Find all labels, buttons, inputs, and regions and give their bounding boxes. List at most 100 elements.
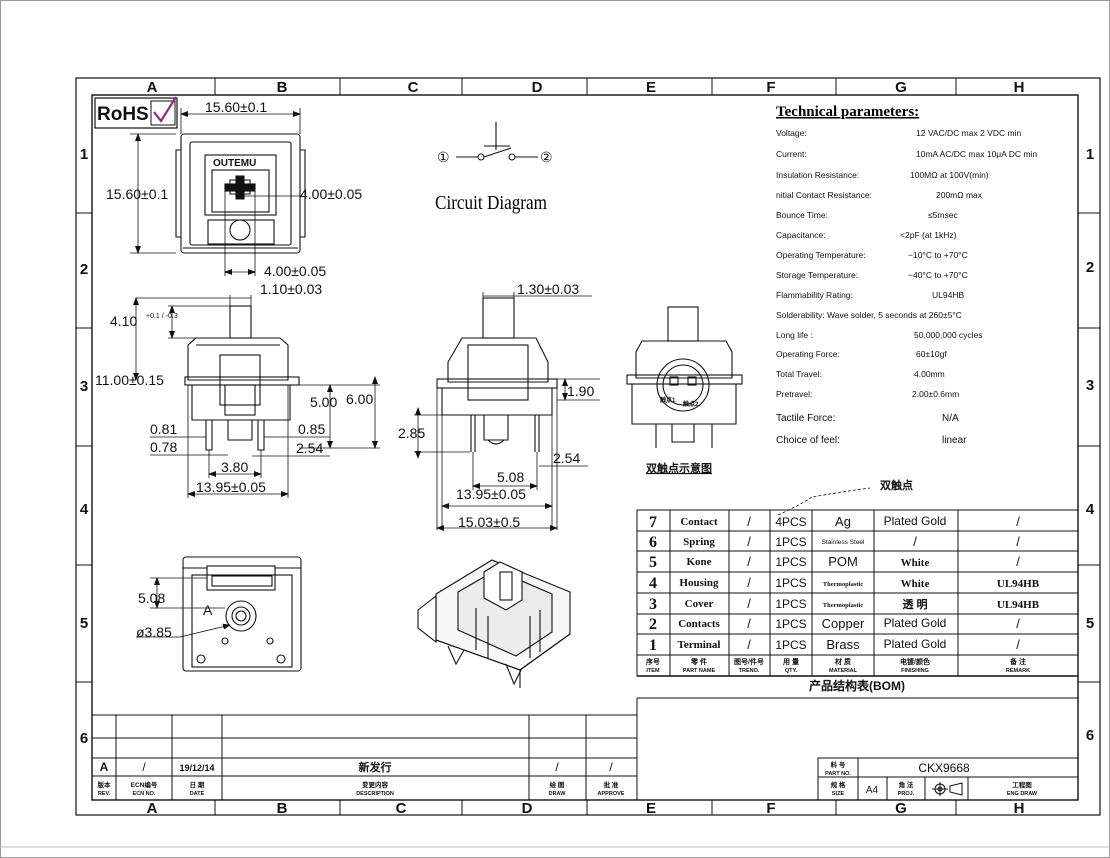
bom-header-cn: 零 件 <box>690 657 707 666</box>
isometric-view <box>417 559 571 688</box>
rev-header-en: ECN NO. <box>133 791 156 797</box>
rev-header-cn: 变更内容 <box>362 780 389 789</box>
bom-remark: / <box>1016 616 1020 631</box>
bom-drawing: / <box>747 554 751 569</box>
front-view <box>184 305 300 451</box>
dim-254-front: 2.54 <box>296 440 323 456</box>
dim-085: 0.85 <box>298 421 325 437</box>
rohs-label: RoHS <box>97 104 149 125</box>
part-no-value: CKX9668 <box>918 761 970 775</box>
bom-qty: 1PCS <box>775 617 806 631</box>
dim-508-bottom: 5.08 <box>138 590 165 606</box>
bom-drawing: / <box>747 616 751 631</box>
col-label-top: D <box>532 79 543 96</box>
tech-row-value: 4.00mm <box>914 369 945 379</box>
col-label-bottom: D <box>522 800 533 817</box>
size-value: A4 <box>866 785 879 796</box>
rev-header-en: DRAW <box>549 791 567 797</box>
bom-drawing: / <box>747 596 751 611</box>
row-label-right: 5 <box>1086 615 1094 632</box>
projection-icon <box>932 782 963 796</box>
rev-header-cn: 版本 <box>97 780 112 789</box>
revision-block <box>92 698 638 800</box>
tech-row-value: 200mΩ max <box>936 190 983 200</box>
col-label-top: H <box>1014 79 1025 96</box>
col-label-bottom: A <box>147 800 158 817</box>
bom-drawing: / <box>747 575 751 590</box>
bom-header-en: REMARK <box>1006 668 1030 674</box>
part-no-en: PART NO. <box>825 771 851 777</box>
eng-cn: 工程图 <box>1012 780 1032 789</box>
bom-part: Contact <box>680 516 718 528</box>
dim-1503: 15.03±0.5 <box>458 514 520 530</box>
bom-material: Stainless Steel <box>822 539 866 546</box>
bom-header-en: ITEM <box>646 668 660 674</box>
tech-row-value: N/A <box>942 413 959 424</box>
contact-caption: 双触点示意图 <box>646 461 712 475</box>
bom-header-cn: 电镀/颜色 <box>900 657 930 666</box>
bom-material: Thermoplastic <box>823 602 864 609</box>
part-no-cn: 料 号 <box>831 760 846 769</box>
bottom-marker: A <box>203 602 213 618</box>
draw-value: / <box>555 760 559 774</box>
bom-finish: / <box>913 534 917 549</box>
col-label-bottom: E <box>646 800 656 817</box>
tech-row-label: nitial Contact Resistance: <box>776 190 872 200</box>
tech-row-value: UL94HB <box>932 290 964 300</box>
bom-header-cn: 图号/件号 <box>734 657 764 666</box>
col-label-bottom: F <box>766 800 775 817</box>
bom-part: Housing <box>679 577 719 589</box>
col-label-top: A <box>147 79 158 96</box>
col-label-bottom: B <box>277 800 288 817</box>
bom-no: 7 <box>649 514 657 531</box>
contact-pointer: 双触点 <box>880 478 913 492</box>
row-label-right: 2 <box>1086 259 1094 276</box>
zone-ticks <box>76 78 1100 815</box>
col-label-top: C <box>408 79 419 96</box>
bom-no: 5 <box>649 554 657 571</box>
circuit-pin2: ② <box>540 149 553 165</box>
tech-row-label: Solderability: Wave solder, 5 seconds at… <box>776 310 962 320</box>
bom-material: Brass <box>826 637 860 652</box>
tech-title: Technical parameters: <box>776 104 919 120</box>
row-label-left: 6 <box>80 730 88 747</box>
tech-row-value: ≤5msec <box>928 210 958 220</box>
tech-row-label: Voltage: <box>776 128 807 138</box>
dim-385: ø3.85 <box>136 624 172 640</box>
tech-row-label: Total Travel: <box>776 369 822 379</box>
inner-frame <box>91 94 1079 801</box>
rev-header-cn: 批 准 <box>604 780 619 789</box>
dim-top-bottom: 4.00±0.05 <box>264 263 326 279</box>
bom-finish: White <box>901 557 930 569</box>
bom-drawing: / <box>747 514 751 529</box>
dim-1395-side: 13.95±0.05 <box>456 486 526 502</box>
bom-finish: Plated Gold <box>884 637 947 651</box>
tech-row-value: −40°C to +70°C <box>908 270 968 280</box>
row-label-left: 4 <box>80 501 89 518</box>
tech-row-label: Operating Temperature: <box>776 250 866 260</box>
bom-no: 4 <box>649 575 657 592</box>
bom-drawing: / <box>747 534 751 549</box>
rev-header-en: REV. <box>98 791 111 797</box>
size-en: SIZE <box>832 791 845 797</box>
bom-finish: 透 明 <box>902 598 927 611</box>
tech-row-label: Insulation Resistance: <box>776 170 859 180</box>
dim-254-side: 2.54 <box>553 450 580 466</box>
bom-table <box>636 509 1079 699</box>
rev-header-en: APPROVE <box>598 791 625 797</box>
tech-row-label: Pretravel: <box>776 389 812 399</box>
row-label-right: 1 <box>1086 146 1094 163</box>
approve-value: / <box>609 760 613 774</box>
tech-row-label: Capacitance: <box>776 230 826 240</box>
tech-row-value: 100MΩ at 100V(min) <box>910 170 989 180</box>
bom-remark: UL94HB <box>997 599 1040 611</box>
tech-row-label: Choice of feel: <box>776 435 840 446</box>
rev-header-cn: 绘 图 <box>550 780 565 789</box>
col-label-top: G <box>895 79 907 96</box>
bottom-view <box>182 556 302 672</box>
tech-row-value: 12 VAC/DC max 2 VDC min <box>916 128 1021 138</box>
check-icon <box>153 96 177 123</box>
dim-410: 4.10 <box>110 313 137 329</box>
row-label-right: 3 <box>1086 377 1094 394</box>
